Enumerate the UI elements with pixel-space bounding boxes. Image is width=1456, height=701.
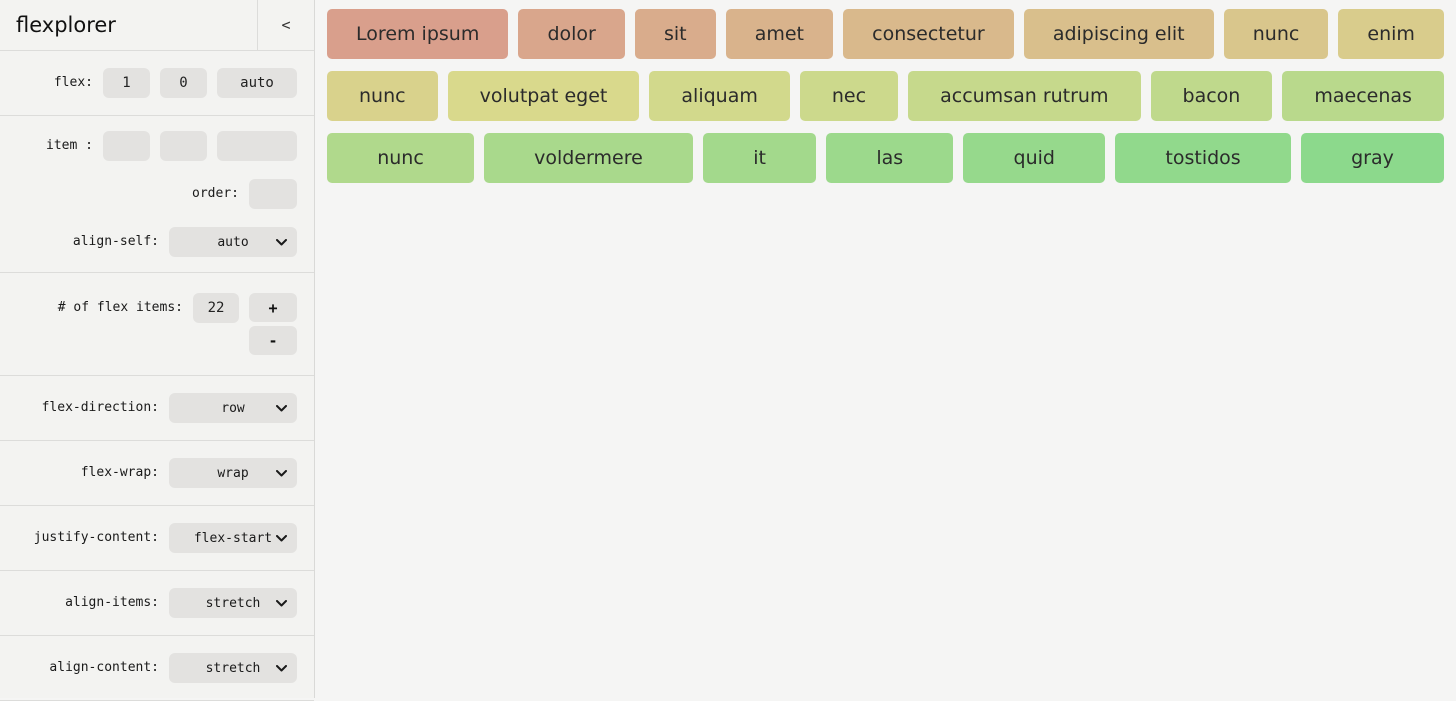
flex-wrap-value: wrap xyxy=(217,465,249,481)
order-input[interactable] xyxy=(249,179,297,209)
section-item: item : order: align-self: auto xyxy=(0,116,314,273)
flex-item[interactable]: voldermere xyxy=(483,133,694,183)
flex-direction-control-row: flex-direction: row xyxy=(0,393,297,423)
sidebar: flexplorer < flex: item : order: xyxy=(0,0,315,701)
count-stepper: + - xyxy=(249,293,297,355)
flex-items-count-label: # of flex items: xyxy=(57,300,183,315)
chevron-down-icon xyxy=(276,470,287,477)
flex-wrap-label: flex-wrap: xyxy=(80,465,159,480)
flex-item[interactable]: aliquam xyxy=(649,71,790,121)
flex-shrink-input[interactable] xyxy=(160,68,207,98)
flex-items-count-input[interactable] xyxy=(193,293,239,323)
order-label: order: xyxy=(192,186,239,201)
flex-item[interactable]: adipiscing elit xyxy=(1023,9,1214,59)
flex-item[interactable]: las xyxy=(826,133,954,183)
section-flex-direction: flex-direction: row xyxy=(0,376,314,441)
flex-label: flex: xyxy=(53,75,93,90)
flex-item[interactable]: dolor xyxy=(518,9,625,59)
align-content-select[interactable]: stretch xyxy=(169,653,297,683)
flex-item[interactable]: nec xyxy=(799,71,899,121)
flex-item[interactable]: maecenas xyxy=(1282,71,1444,121)
align-self-label: align-self: xyxy=(72,234,159,249)
count-control-row: # of flex items: + - xyxy=(0,293,297,355)
align-content-label: align-content: xyxy=(49,660,159,675)
order-control-row: order: xyxy=(0,179,297,209)
align-self-value: auto xyxy=(217,234,249,250)
chevron-down-icon xyxy=(276,665,287,672)
flex-direction-label: flex-direction: xyxy=(41,400,159,415)
item-basis-input[interactable] xyxy=(217,131,297,161)
flex-control-row: flex: xyxy=(0,68,297,98)
flex-item[interactable]: nunc xyxy=(1223,9,1329,59)
flex-item[interactable]: bacon xyxy=(1150,71,1273,121)
flex-item[interactable]: it xyxy=(703,133,817,183)
section-align-items: align-items: stretch xyxy=(0,571,314,636)
align-items-value: stretch xyxy=(205,595,261,611)
section-flex: flex: xyxy=(0,51,314,116)
flex-direction-select[interactable]: row xyxy=(169,393,297,423)
align-items-select[interactable]: stretch xyxy=(169,588,297,618)
section-align-content: align-content: stretch xyxy=(0,636,314,701)
sidebar-header: flexplorer < xyxy=(0,0,314,51)
flex-item[interactable]: volutpat eget xyxy=(447,71,640,121)
section-justify-content: justify-content: flex-start xyxy=(0,506,314,571)
chevron-down-icon xyxy=(276,405,287,412)
flex-item[interactable]: amet xyxy=(725,9,834,59)
flex-item[interactable]: accumsan rutrum xyxy=(908,71,1141,121)
chevron-down-icon xyxy=(276,535,287,542)
flex-item[interactable]: consectetur xyxy=(843,9,1014,59)
justify-content-label: justify-content: xyxy=(33,530,159,545)
flex-item[interactable]: tostidos xyxy=(1115,133,1291,183)
flex-item[interactable]: quid xyxy=(963,133,1106,183)
flex-item[interactable]: Lorem ipsum xyxy=(327,9,509,59)
flex-item[interactable]: nunc xyxy=(327,133,474,183)
align-self-control-row: align-self: auto xyxy=(0,227,297,257)
item-label: item : xyxy=(46,138,93,153)
flex-wrap-control-row: flex-wrap: wrap xyxy=(0,458,297,488)
flex-direction-value: row xyxy=(221,400,245,416)
chevron-down-icon xyxy=(276,239,287,246)
align-items-control-row: align-items: stretch xyxy=(0,588,297,618)
item-grow-input[interactable] xyxy=(103,131,150,161)
flex-grow-input[interactable] xyxy=(103,68,150,98)
section-count: # of flex items: + - xyxy=(0,273,314,376)
justify-content-value: flex-start xyxy=(193,530,273,546)
item-control-row: item : xyxy=(0,131,297,161)
flex-wrap-select[interactable]: wrap xyxy=(169,458,297,488)
flex-item[interactable]: enim xyxy=(1338,9,1445,59)
align-content-control-row: align-content: stretch xyxy=(0,653,297,683)
justify-content-control-row: justify-content: flex-start xyxy=(0,523,297,553)
align-items-label: align-items: xyxy=(65,595,159,610)
section-flex-wrap: flex-wrap: wrap xyxy=(0,441,314,506)
flex-basis-input[interactable] xyxy=(217,68,297,98)
flex-item[interactable]: sit xyxy=(634,9,716,59)
add-item-button[interactable]: + xyxy=(249,293,297,322)
item-shrink-input[interactable] xyxy=(160,131,207,161)
chevron-down-icon xyxy=(276,600,287,607)
remove-item-button[interactable]: - xyxy=(249,326,297,355)
align-self-select[interactable]: auto xyxy=(169,227,297,257)
flex-item[interactable]: nunc xyxy=(327,71,438,121)
flex-item[interactable]: gray xyxy=(1300,133,1445,183)
sidebar-collapse-button[interactable]: < xyxy=(257,0,314,50)
align-content-value: stretch xyxy=(205,660,261,676)
app-title: flexplorer xyxy=(16,13,116,37)
justify-content-select[interactable]: flex-start xyxy=(169,523,297,553)
